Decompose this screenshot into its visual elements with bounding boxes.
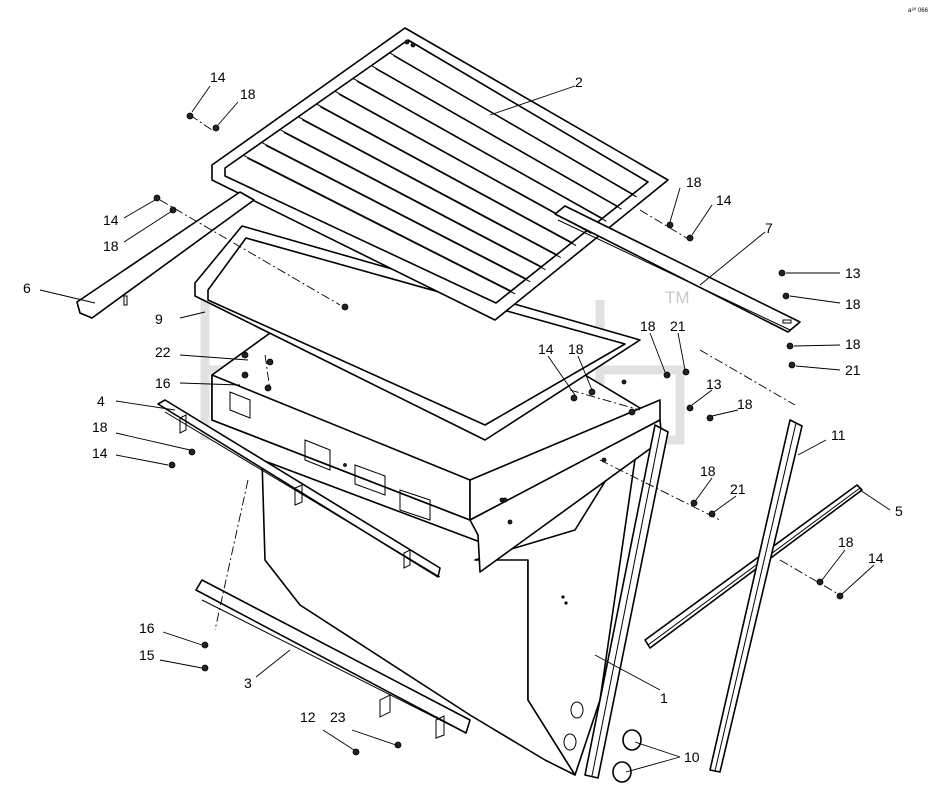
grate-slat-edge <box>247 157 516 295</box>
callout-16-lower: 16 <box>139 620 155 636</box>
callout-10: 9 <box>155 311 163 327</box>
grate-slat-edge <box>375 68 622 210</box>
callout-14-left: 14 <box>103 212 119 228</box>
callout-18-right-a: 18 <box>845 296 861 312</box>
grate-slat <box>279 129 542 268</box>
callout-1: 1 <box>660 690 668 706</box>
grate-slat-edge <box>301 119 562 259</box>
grate-slat-edge <box>320 106 577 246</box>
assembly-lines <box>159 114 841 631</box>
callout-12: 12 <box>300 709 316 725</box>
grate-slat-edge <box>356 80 607 222</box>
callout-14-top: 14 <box>210 69 226 85</box>
hopper-body <box>261 424 641 776</box>
rail-6 <box>76 191 255 319</box>
callout-18-right-top: 18 <box>686 174 702 190</box>
strip-3 <box>195 579 471 739</box>
callout-18-right-b: 18 <box>845 336 861 352</box>
angle-11 <box>584 419 803 779</box>
callout-21-right: 21 <box>845 362 861 378</box>
callout-22: 22 <box>155 344 171 360</box>
leader-lines <box>39 85 891 773</box>
callout-6: 6 <box>23 280 31 296</box>
grate-slat <box>371 65 618 207</box>
rail-7 <box>554 205 801 333</box>
callout-18-mid-left: 18 <box>92 419 108 435</box>
callout-23: 23 <box>330 709 346 725</box>
callout-5: 5 <box>895 503 903 519</box>
callout-9: 10 <box>684 749 700 765</box>
grate-slat <box>389 52 634 195</box>
callout-14-mid-left: 14 <box>92 445 108 461</box>
grate-slat <box>334 90 588 231</box>
hardware <box>153 112 844 756</box>
callout-18-center: 18 <box>568 341 584 357</box>
callout-labels: 2 14 18 14 18 6 18 14 7 13 18 18 21 9 22… <box>23 69 903 765</box>
callout-16-upper: 16 <box>155 375 171 391</box>
callout-14-right-top: 14 <box>716 192 732 208</box>
callout-18-lower-right: 18 <box>838 534 854 550</box>
grate-slat <box>297 116 558 256</box>
plugs-9 <box>612 729 642 783</box>
callout-11: 11 <box>831 427 846 443</box>
callout-18-lower-mid: 18 <box>700 463 716 479</box>
callout-2: 2 <box>575 74 583 90</box>
callout-18-left: 18 <box>103 238 119 254</box>
strip-4 <box>157 399 441 578</box>
grate-slat <box>243 154 512 292</box>
grate-slat <box>352 77 603 219</box>
grate-slat-edge <box>338 93 592 234</box>
watermark-tm: TM <box>665 288 690 307</box>
callout-15: 15 <box>139 647 155 663</box>
grate-slat-edge <box>265 144 531 283</box>
callout-13-right: 13 <box>845 265 861 281</box>
callout-14-center: 14 <box>538 341 554 357</box>
grate-lid-2 <box>211 27 669 321</box>
callout-3: 3 <box>244 675 252 691</box>
corner-mark: a⁸⁰ 066 <box>908 7 929 14</box>
callout-7: 7 <box>765 220 773 236</box>
grate-slat-edge <box>283 132 546 271</box>
callout-4: 4 <box>97 393 105 409</box>
callout-18-upper-right: 18 <box>640 318 656 334</box>
callout-18-top: 18 <box>240 86 256 102</box>
callout-18-mid: 18 <box>737 396 753 412</box>
strip-5 <box>644 484 863 649</box>
grate-slat-edge <box>393 55 638 198</box>
callout-13-mid: 13 <box>706 376 722 392</box>
callout-21-upper-right: 21 <box>670 318 686 334</box>
callout-21-lower-mid: 21 <box>730 481 746 497</box>
grate-slat <box>316 103 573 243</box>
grate-slat <box>261 141 527 280</box>
callout-14-lower-right: 14 <box>868 550 884 566</box>
